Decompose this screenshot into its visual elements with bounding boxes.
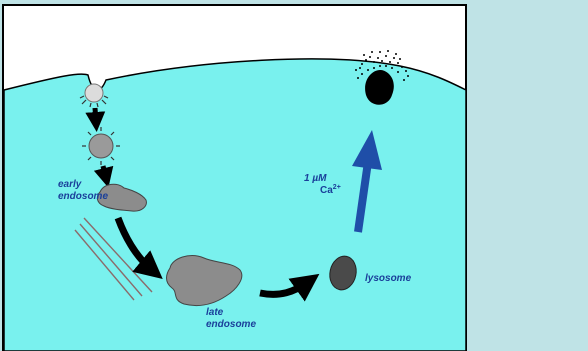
cell-cytoplasm [4,59,466,351]
early-endosome-label-line2: endosome [58,191,108,202]
lysosome-label: lysosome [365,273,412,284]
late-endosome-label-line1: late [206,307,224,318]
arrow-pit-to-vesicle [95,108,96,122]
late-endosome-label-line2: endosome [206,319,256,330]
arrow-vesicle-to-early-endosome [103,166,106,178]
calcium-concentration-label: 1 µM [304,173,327,184]
calcium-ion-symbol: Ca [320,185,333,196]
early-endosome-label-line1: early [58,179,82,190]
calcium-ion-charge: 2+ [333,184,341,191]
